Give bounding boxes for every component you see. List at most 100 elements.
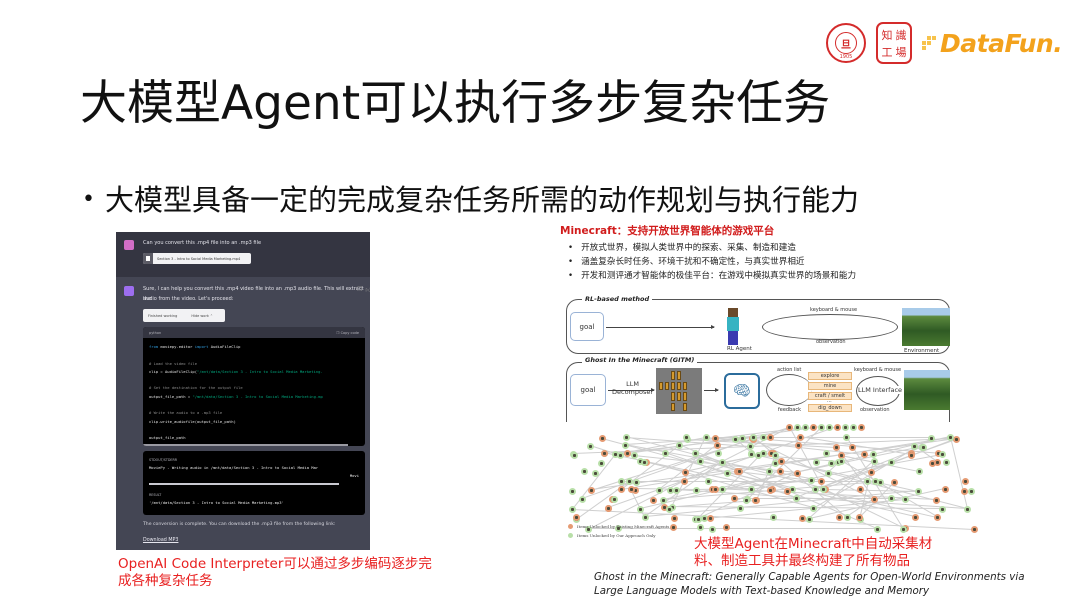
item-node-new <box>697 524 704 531</box>
legend-item: Items Unlocked by Existing Minecraft Age… <box>568 522 669 531</box>
item-node-new <box>631 452 638 459</box>
minecraft-bullet: 开放式世界，模拟人类世界中的探索、采集、制造和建造 <box>568 241 856 255</box>
action-feedback-loop <box>766 374 812 406</box>
item-node-existing <box>961 488 968 495</box>
item-node-new <box>637 458 644 465</box>
item-node-new <box>587 443 594 450</box>
item-node-new <box>705 478 712 485</box>
item-node-new <box>667 487 674 494</box>
item-node-new <box>902 496 909 503</box>
code-comment: # Set the destination for the output fil… <box>149 385 243 391</box>
item-node-new <box>662 450 669 457</box>
item-node-existing <box>818 478 825 485</box>
right-caption: 大模型Agent在Minecraft中自动采集材 料、制造工具并最终构建了所有物… <box>694 536 933 569</box>
item-node-existing <box>573 514 580 521</box>
item-node-existing <box>671 515 678 522</box>
item-node-existing <box>794 470 801 477</box>
datafun-pixel-icon <box>922 36 936 50</box>
item-node-new <box>844 514 851 521</box>
item-node-existing <box>891 479 898 486</box>
item-node-new <box>683 434 690 441</box>
item-node-new <box>943 459 950 466</box>
item-node-new <box>637 506 644 513</box>
item-node-existing <box>836 514 843 521</box>
llm-decomposer-label: LLM Decomposer <box>612 380 654 396</box>
item-node-existing <box>752 497 759 504</box>
item-node-existing <box>707 515 714 522</box>
code-line: output_file_path <box>149 435 186 441</box>
item-node-new <box>569 506 576 513</box>
item-node-existing <box>933 497 940 504</box>
datafun-wordmark: DataFun. <box>940 28 1063 58</box>
hide-work-button[interactable]: Hide work ⌃ <box>191 313 213 318</box>
item-node-existing <box>599 435 606 442</box>
item-node-new <box>874 526 881 533</box>
left-caption: OpenAI Code Interpreter可以通过多步编码逐步完成各种复杂任… <box>118 556 432 589</box>
item-node-new <box>611 496 618 503</box>
rl-method-label: RL-based method <box>582 295 653 303</box>
item-node-new <box>641 459 648 466</box>
item-node-new <box>618 478 625 485</box>
item-node-new <box>806 516 813 523</box>
item-node-new <box>939 451 946 458</box>
code-content: from moviepy.editor import AudioFileClip… <box>143 338 365 446</box>
item-node-new <box>617 452 624 459</box>
code-horizontal-scrollbar[interactable] <box>143 444 348 446</box>
fudan-seal-center: 旦 <box>835 32 857 54</box>
item-node-new <box>825 470 832 477</box>
working-status: Finished working <box>148 313 178 318</box>
item-node-existing <box>908 452 915 459</box>
item-node-new <box>615 525 622 532</box>
message-actions: ❐ 👍︎ 👎︎ <box>357 286 370 294</box>
item-node-new <box>709 526 716 533</box>
copy-icon[interactable]: ❐ <box>357 286 363 293</box>
code-block-header: python ❐ Copy code <box>143 327 365 338</box>
item-node-existing <box>929 460 936 467</box>
logo-char: 場 <box>895 45 907 59</box>
item-node-new <box>870 451 877 458</box>
gitm-environment-image <box>904 370 950 410</box>
action-list-label: action list <box>777 367 802 373</box>
copy-code-button[interactable]: ❐ Copy code <box>336 330 359 335</box>
item-node-new <box>928 435 935 442</box>
item-node-new <box>823 450 830 457</box>
item-node-new <box>585 526 592 533</box>
item-node-new <box>642 514 649 521</box>
item-node-new <box>900 526 907 533</box>
item-node-existing <box>632 487 639 494</box>
attachment-chip[interactable]: Section 3 - Intro to Social Media Market… <box>143 253 251 264</box>
thumbs-up-icon[interactable]: 👍︎ <box>365 287 370 294</box>
item-node-existing <box>650 497 657 504</box>
item-node-new <box>864 478 871 485</box>
item-node-new <box>732 436 739 443</box>
item-node-existing <box>810 424 817 431</box>
graph-edge <box>950 436 968 509</box>
item-node-new <box>715 450 722 457</box>
item-node-new <box>692 450 699 457</box>
item-node-new <box>623 434 630 441</box>
gitm-bottom-edge-label: observation <box>860 407 890 413</box>
item-node-existing <box>971 526 978 533</box>
item-node-new <box>916 468 923 475</box>
item-node-existing <box>736 468 743 475</box>
work-status-toggle[interactable]: Finished working Hide work ⌃ <box>143 309 225 322</box>
rl-top-edge-label: keyboard & mouse <box>810 307 858 313</box>
item-node-existing <box>628 486 635 493</box>
llm-interface-label: LLM Interface <box>858 386 903 394</box>
stdout-scrollbar[interactable] <box>149 483 339 485</box>
execution-output: STDOUT/STDERR MoviePy - Writing audio in… <box>143 451 365 515</box>
item-node-existing <box>601 450 608 457</box>
code-comment: # Load the video file <box>149 360 198 366</box>
file-icon <box>143 253 153 264</box>
result-value: '/mnt/data/Section 3 - Intro to Social M… <box>149 500 284 505</box>
item-node-existing <box>624 450 631 457</box>
item-node-existing <box>856 514 863 521</box>
graph-edge <box>734 498 891 499</box>
item-node-new <box>760 434 767 441</box>
method-comparison-diagram: RL-based method goal RL Agent keyboard &… <box>564 295 962 422</box>
item-node-existing <box>934 514 941 521</box>
item-node-new <box>666 506 673 513</box>
completion-message: The conversion is complete. You can down… <box>143 522 336 527</box>
download-mp3-link[interactable]: Download MP3 <box>143 538 179 543</box>
item-node-new <box>626 478 633 485</box>
